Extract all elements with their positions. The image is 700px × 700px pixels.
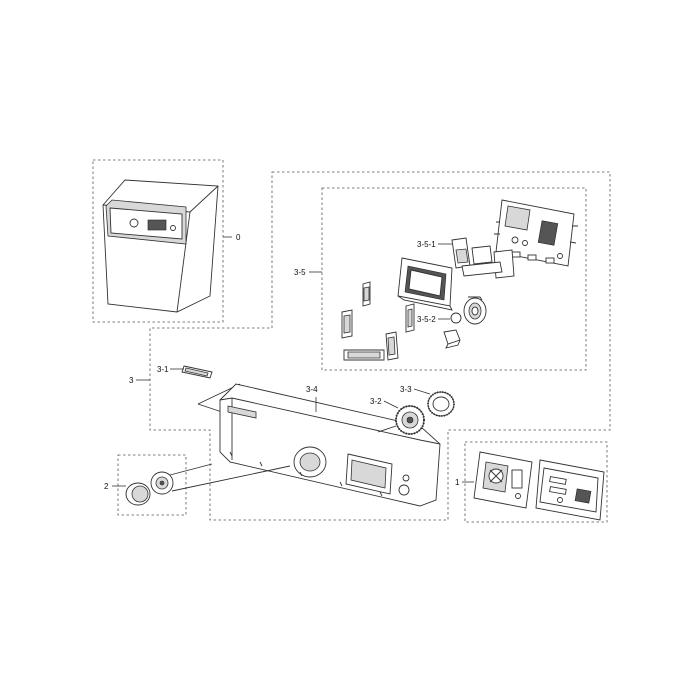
part-3-2-gear: 3-2	[370, 397, 425, 435]
group-0-box	[92, 159, 224, 323]
part-3-4-panel: 3-4	[219, 383, 441, 507]
group-2-knob: 2	[104, 454, 291, 516]
group-1-pcb: 1	[455, 441, 608, 523]
label-3-5-1: 3-5-1	[417, 240, 436, 249]
unit-cabinet	[102, 179, 219, 313]
group-3-box	[149, 171, 611, 521]
group-3-5: 3-5 3-5-1	[294, 187, 587, 371]
label-1: 1	[455, 478, 460, 487]
group-3: 3	[129, 171, 611, 521]
label-0: 0	[236, 233, 241, 242]
label-3-5: 3-5	[294, 268, 306, 277]
label-2: 2	[104, 482, 109, 491]
group-2-box	[117, 454, 187, 516]
group-3-5-box	[321, 187, 587, 371]
button-strips	[341, 281, 415, 361]
label-3-2: 3-2	[370, 397, 382, 406]
part-3-1-strip: 3-1	[157, 365, 241, 413]
group-1-box	[464, 441, 608, 523]
display-module	[397, 257, 453, 311]
display-cap	[443, 329, 461, 349]
pcb-board-2	[535, 459, 605, 521]
encoder-ring	[463, 296, 487, 325]
main-pcb	[494, 199, 578, 267]
part-3-5-2-knob: 3-5-2	[417, 312, 462, 324]
label-3-3: 3-3	[400, 385, 412, 394]
group-0-unit: 0	[92, 159, 241, 323]
label-3: 3	[129, 376, 134, 385]
part-3-5-1-connector: 3-5-1	[417, 237, 515, 279]
label-3-4: 3-4	[306, 385, 318, 394]
part-3-3-ring: 3-3	[400, 385, 455, 417]
label-3-5-2: 3-5-2	[417, 315, 436, 324]
label-3-1: 3-1	[157, 365, 169, 374]
